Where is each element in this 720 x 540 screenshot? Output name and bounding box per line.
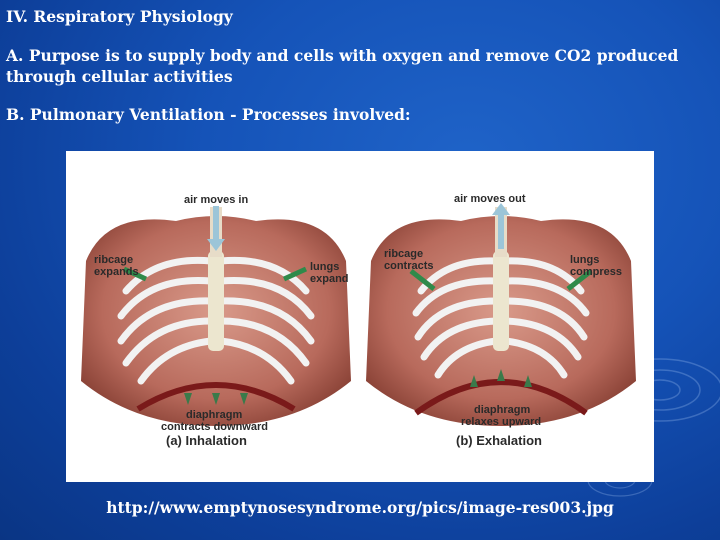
slide-heading: IV. Respiratory Physiology [6,7,233,26]
ribcage-expand-arrow [122,266,148,282]
inhalation-ribcage-label-2: expands [94,266,139,278]
exhalation-diaphragm-label-1: diaphragm [474,404,530,416]
ribcage-left [117,256,215,385]
exhalation-lungs-label-1: lungs [570,254,599,266]
inhalation-diaphragm-label-2: contracts downward [161,421,268,433]
exhalation-caption: (b) Exhalation [456,433,542,448]
down-arrows [184,393,248,405]
point-a-text: A. Purpose is to supply body and cells w… [6,46,679,86]
respiration-diagram: air moves in ribcage expands lungs expan… [66,151,654,482]
inhalation-lungs-label-2: expand [310,273,349,285]
exhalation-air-label: air moves out [454,193,526,205]
inhalation-lungs-label-1: lungs [310,261,339,273]
exhalation-ribcage-label-1: ribcage [384,248,423,260]
up-arrows [470,369,532,387]
diaphragm-curve [136,382,296,412]
diaphragm-curve-b [414,379,588,416]
exhalation-ribcage-label-2: contracts [384,260,434,272]
sternum-b [493,251,509,351]
inhalation-ribcage-label-1: ribcage [94,254,133,266]
ribcage-contract-arrow [409,269,436,291]
source-url-text: http://www.emptynosesyndrome.org/pics/im… [106,498,614,517]
inhalation-air-label: air moves in [184,194,248,206]
inhalation-caption: (a) Inhalation [166,433,247,448]
sternum [208,251,224,351]
exhalation-diaphragm-label-2: relaxes upward [461,416,541,428]
inhalation-panel: air moves in ribcage expands lungs expan… [81,194,351,448]
exhalation-panel: air moves out ribcage contracts lungs co… [366,193,636,448]
ribcage-right [217,256,315,385]
inhalation-diaphragm-label-1: diaphragm [186,409,242,421]
point-b-text: B. Pulmonary Ventilation - Processes inv… [6,105,411,124]
exhalation-lungs-label-2: compress [570,266,622,278]
